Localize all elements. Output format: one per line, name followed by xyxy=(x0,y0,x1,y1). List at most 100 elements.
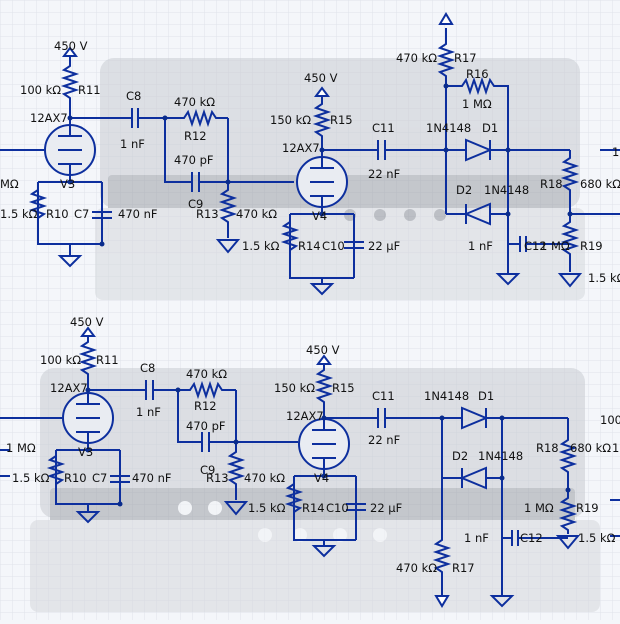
label-r19: R19 xyxy=(580,239,603,253)
label-r17-val: 470 kΩ xyxy=(396,51,437,65)
label-r15-val: 150 kΩ xyxy=(270,113,311,127)
ground-b-r13 xyxy=(223,501,249,516)
resistor-b-r11[interactable] xyxy=(78,336,98,390)
capacitor-c9[interactable] xyxy=(191,172,228,192)
label-b-r19-val: 1 MΩ xyxy=(524,501,554,515)
label-b-c8: C8 xyxy=(140,361,155,375)
labels-bottom: 450 V 100 kΩ R11 12AX7 V3 C8 1 nF 470 kΩ… xyxy=(6,315,620,575)
label-b-c11-val: 22 nF xyxy=(368,433,400,447)
capacitor-b-c10[interactable] xyxy=(346,503,366,511)
label-b-r17-val: 470 kΩ xyxy=(396,561,437,575)
label-b-r15: R15 xyxy=(332,381,355,395)
resistor-r14[interactable] xyxy=(280,221,300,251)
label-b-c7-val: 470 nF xyxy=(132,471,172,485)
label-b-r14-val: 1.5 kΩ xyxy=(248,501,286,515)
label-r19-val: 1 MΩ xyxy=(540,239,570,253)
resistor-b-r15[interactable] xyxy=(314,364,334,418)
label-r13-val: 470 kΩ xyxy=(236,207,277,221)
label-b-r18: R18 xyxy=(536,441,559,455)
resistor-r16[interactable] xyxy=(446,76,509,150)
labels-top: 450 V 100 kΩ R11 12AX7 V3 C8 1 nF 470 kΩ… xyxy=(0,39,620,285)
capacitor-c11[interactable] xyxy=(377,140,466,160)
resistor-b-r18[interactable] xyxy=(558,418,578,490)
label-r10-val: 1.5 kΩ xyxy=(0,207,38,221)
label-c9-val: 470 pF xyxy=(174,153,214,167)
label-b-r11: R11 xyxy=(96,353,119,367)
capacitor-c7[interactable] xyxy=(92,211,112,219)
label-r13: R13 xyxy=(196,207,219,221)
resistor-r19[interactable] xyxy=(560,214,580,272)
resistor-b-r14[interactable] xyxy=(284,483,304,513)
diode-d2[interactable] xyxy=(446,150,509,226)
label-tube2: 12AX7 xyxy=(282,141,320,155)
label-b-r10: R10 xyxy=(64,471,87,485)
capacitor-c12[interactable] xyxy=(508,236,570,252)
resistor-r15[interactable] xyxy=(312,98,332,150)
label-b-v4: V4 xyxy=(314,471,329,485)
supply-arrow-2 xyxy=(314,86,330,97)
label-b-d1: D1 xyxy=(478,389,494,403)
supply-arrow-3 xyxy=(438,12,454,25)
label-b-r13-val: 470 kΩ xyxy=(244,471,285,485)
label-b-supply2: 450 V xyxy=(306,343,340,357)
ground-v4 xyxy=(309,278,335,296)
capacitor-c8[interactable] xyxy=(128,108,170,128)
label-c11-val: 22 nF xyxy=(368,167,400,181)
resistor-b-r10[interactable] xyxy=(46,455,66,485)
label-c9: C9 xyxy=(188,197,203,211)
label-r18: R18 xyxy=(540,177,563,191)
label-b-r10-val: 1.5 kΩ xyxy=(12,471,50,485)
tube-v3-internals xyxy=(58,112,82,182)
label-b-c12-val: 1 nF xyxy=(464,531,489,545)
label-r12-val: 470 kΩ xyxy=(174,95,215,109)
label-r17: R17 xyxy=(454,51,477,65)
supply-arrow-b3 xyxy=(434,595,450,608)
label-b-r12: R12 xyxy=(194,399,217,413)
label-b-c10-val: 22 µF xyxy=(370,501,402,515)
diode-d1[interactable] xyxy=(465,138,570,162)
capacitor-b-c11[interactable] xyxy=(377,408,462,428)
resistor-b-r19[interactable] xyxy=(558,490,578,534)
label-r16: R16 xyxy=(466,67,489,81)
label-b-r13: R13 xyxy=(206,471,229,485)
label-c11: C11 xyxy=(372,121,395,135)
c9-wire-left xyxy=(164,118,192,183)
resistor-r13[interactable] xyxy=(218,182,238,238)
resistor-r12[interactable] xyxy=(170,108,228,128)
capacitor-b-c7[interactable] xyxy=(110,475,130,483)
label-b-r15-val: 150 kΩ xyxy=(274,381,315,395)
ground-b-v4 xyxy=(311,540,337,558)
label-b-d1-part: 1N4148 xyxy=(424,389,469,403)
label-c12-val: 1 nF xyxy=(468,239,493,253)
label-supply2: 450 V xyxy=(304,71,338,85)
resistor-b-r13[interactable] xyxy=(226,442,246,500)
tube-b-v3-internals xyxy=(76,390,100,450)
ground-v3 xyxy=(57,244,83,268)
resistor-r10[interactable] xyxy=(28,189,48,219)
capacitor-b-c9[interactable] xyxy=(201,432,236,452)
resistor-r17[interactable] xyxy=(436,34,456,214)
ground-b-r19 xyxy=(555,535,581,550)
capacitor-b-c12[interactable] xyxy=(502,530,568,546)
schematic-bottom xyxy=(0,326,620,608)
label-b-r19: R19 xyxy=(576,501,599,515)
c9-wire-b xyxy=(177,390,202,443)
resistor-r18[interactable] xyxy=(560,150,580,214)
tube-b-v4-internals xyxy=(312,418,336,476)
capacitor-c10[interactable] xyxy=(344,241,364,249)
edge-wires-b-left xyxy=(0,449,10,477)
label-v3: V3 xyxy=(60,177,75,191)
label-r11-val: 100 kΩ xyxy=(20,83,61,97)
resistor-b-r12[interactable] xyxy=(186,380,236,400)
label-b-v3: V3 xyxy=(78,445,93,459)
amp-head-watermark-top xyxy=(95,58,585,300)
label-r16-val: 1 MΩ xyxy=(462,97,492,111)
label-b-r17: R17 xyxy=(452,561,475,575)
tube-v4-internals xyxy=(310,150,334,214)
label-b-c10: C10 xyxy=(326,501,349,515)
resistor-b-r17[interactable] xyxy=(432,478,452,598)
label-c8: C8 xyxy=(126,89,141,103)
resistor-r11[interactable] xyxy=(60,58,80,112)
